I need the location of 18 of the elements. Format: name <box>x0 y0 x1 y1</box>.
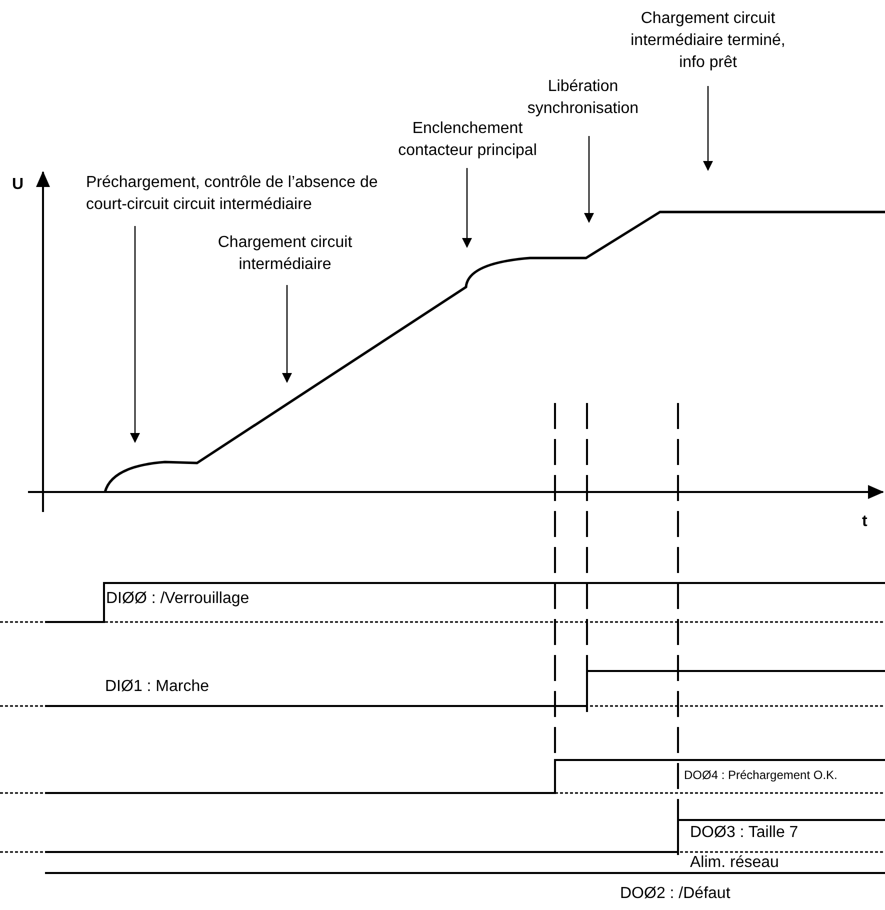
annotation-text: Libération synchronisation <box>498 76 668 120</box>
axis-label: U <box>12 175 24 195</box>
signal-name: DOØ4 : Préchargement O.K. <box>684 767 838 783</box>
leader-arrow <box>703 86 713 171</box>
axis-label: t <box>862 512 868 532</box>
signal-name: DIØØ : /Verrouillage <box>106 589 250 609</box>
annotation-text: Préchargement, contrôle de l’absence de court-circuit circuit intermédiaire <box>86 172 411 216</box>
leader-arrow <box>462 168 472 248</box>
leader-arrow <box>584 136 594 223</box>
annotation-text: Chargement circuit intermédiaire <box>190 232 380 276</box>
signal-name: DIØ1 : Marche <box>105 677 210 697</box>
annotation-text: Enclenchement contacteur principal <box>380 118 555 162</box>
leader-arrow <box>130 226 140 443</box>
annotation-text: Chargement circuit intermédiaire terminé, info prêt <box>618 8 798 74</box>
signal-name: DOØ3 : Taille 7 <box>690 823 798 843</box>
leader-arrow <box>282 285 292 383</box>
signal-name: DOØ2 : /Défaut <box>620 884 730 904</box>
signal-name: Alim. réseau <box>690 853 779 873</box>
